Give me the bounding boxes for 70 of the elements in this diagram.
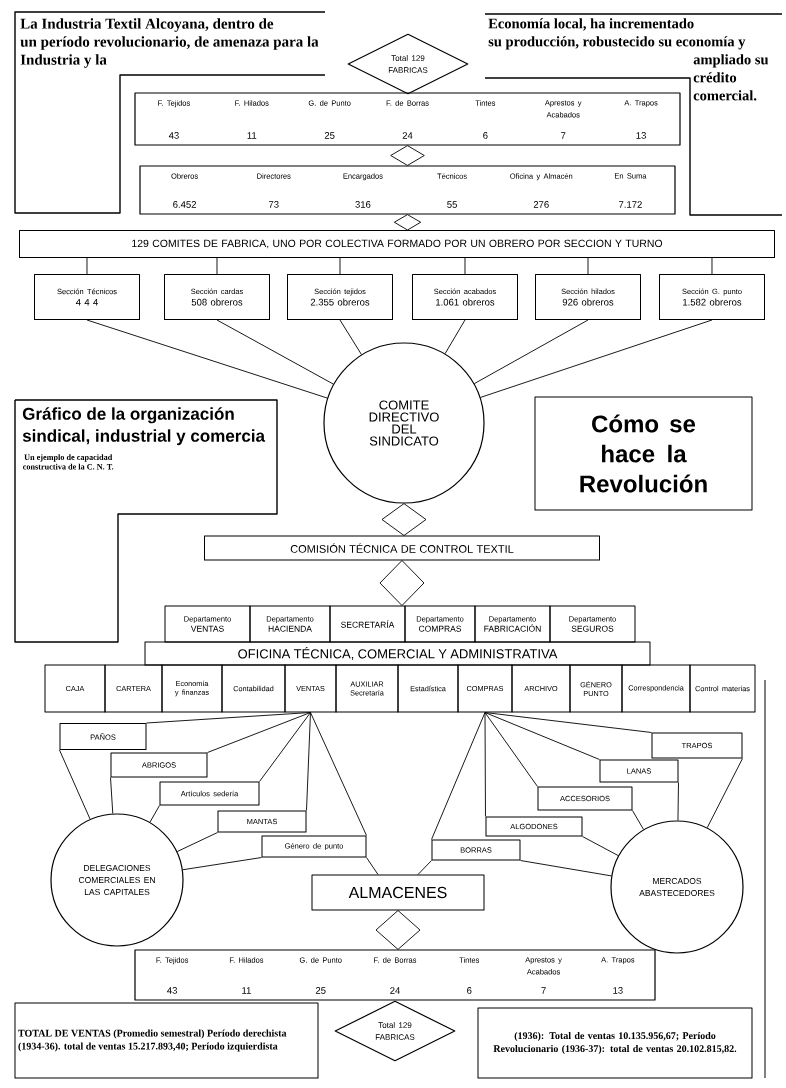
connector-line: [207, 712, 311, 753]
diamond-connector: [379, 560, 425, 606]
connector-line: [484, 712, 652, 733]
connector-line: [464, 257, 466, 275]
connector-line: [417, 860, 432, 875]
warehouse-box: ALMACENES: [311, 874, 485, 911]
connector-line: [146, 712, 311, 724]
table-value: 7: [561, 132, 566, 139]
connector-line: [259, 712, 311, 782]
table-value: 43: [167, 987, 177, 994]
commission-box: COMISIÓN TÉCNICA DE CONTROL TEXTIL: [204, 535, 600, 561]
connector-line: [711, 257, 713, 275]
table-value: 316: [355, 201, 371, 208]
table-value: 24: [402, 132, 413, 139]
table-value: 11: [247, 132, 257, 139]
connector-line: [582, 836, 619, 857]
department-box: SECRETARÍA: [329, 605, 406, 643]
connector-line: [310, 712, 367, 836]
table-value: 13: [636, 132, 646, 139]
office-band: OFICINA TÉCNICA, COMERCIAL Y ADMINISTRATIVA: [144, 641, 651, 666]
connector-line: [366, 857, 379, 875]
connector-line: [86, 257, 88, 275]
connector-line: [587, 257, 589, 275]
banner-box: 129 COMITES DE FABRICA, UNO POR COLECTIVA FORMADO POR UN OBRERO POR SECCION Y TURNO: [19, 230, 775, 258]
connector-line: [480, 319, 713, 398]
connector-line: [110, 777, 114, 814]
diamond-connector: [381, 503, 427, 536]
table-value: 55: [447, 201, 457, 208]
connector-line: [306, 712, 311, 811]
connector-line: [520, 860, 612, 877]
text-panel: TOTAL DE VENTAS (Promedio semestral) Período derechista (1934-36). total de ventas 15.217.893,40; Período izquierdista: [14, 1002, 319, 1079]
circle-node: MERCADOS ABASTECEDORES: [610, 820, 744, 954]
connector-line: [176, 832, 218, 852]
connector-line: [339, 319, 362, 355]
connector-line: [484, 712, 486, 817]
connector-line: [59, 749, 91, 820]
text-panel: (1936): Total de ventas 10.135.956,67; Período Revolucionario (1936-37): total de ventas 20.102.815,82.: [477, 1007, 753, 1079]
diamond-connector: [393, 214, 422, 231]
connector-line: [444, 319, 466, 355]
table-value: 7: [541, 987, 546, 994]
table-value: 24: [390, 987, 400, 994]
connector-line: [182, 857, 262, 871]
connector-line: [216, 319, 334, 385]
diamond-connector: [390, 145, 425, 166]
connector-line: [149, 805, 160, 823]
table-value: 13: [613, 987, 623, 994]
connector-line: [216, 257, 218, 275]
connector-line: [632, 810, 644, 830]
table-value: 6: [483, 132, 488, 139]
diamond-connector: [375, 910, 421, 950]
table-value: 6: [467, 987, 472, 994]
circle-node: DELEGACIONES COMERCIALES EN LAS CAPITALES: [50, 813, 184, 947]
table-value: 43: [168, 132, 179, 139]
table-value: 73: [268, 201, 279, 208]
table-value: 276: [533, 201, 549, 208]
connector-line: [339, 257, 341, 275]
connector-line: [86, 319, 328, 399]
circle-node: COMITE DIRECTIVO DEL SINDICATO: [323, 342, 485, 504]
title-box: Cómo se hace la Revolución: [534, 396, 753, 511]
connector-line: [706, 758, 743, 829]
connector-line: [677, 782, 679, 821]
connector-line: [431, 712, 486, 840]
table-value: 25: [315, 987, 326, 994]
table-value: 11: [242, 987, 251, 994]
table-value: 6.452: [173, 201, 196, 208]
connector-line: [484, 712, 538, 787]
connector-line: [473, 319, 589, 385]
table-value: 7.172: [619, 201, 642, 208]
table-value: 25: [324, 132, 335, 139]
connector-line: [484, 712, 600, 760]
